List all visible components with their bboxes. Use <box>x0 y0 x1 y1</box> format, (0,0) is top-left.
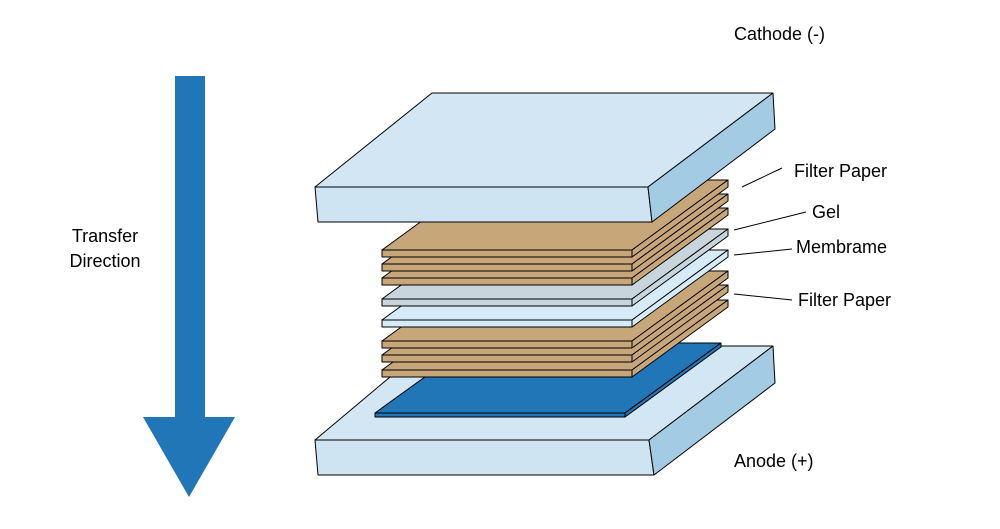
transfer-direction-label-line1: Transfer <box>72 226 138 246</box>
filter-paper-bottom-label: Filter Paper <box>798 290 891 310</box>
anode-plate-front <box>374 412 626 418</box>
membrane-label: Membrame <box>796 237 887 257</box>
anode-electrode-side-face <box>648 345 776 476</box>
gel-label: Gel <box>812 202 840 222</box>
anode-plate-side <box>624 342 722 418</box>
cathode-electrode-side-face <box>647 92 776 223</box>
gel-leader <box>733 211 807 231</box>
membrane-leader <box>733 248 793 256</box>
transfer-direction-arrow <box>143 76 235 497</box>
anode-electrode-front-face <box>314 439 655 476</box>
filter-paper-top-leader <box>741 167 783 188</box>
transfer-direction-label-line2: Direction <box>69 251 140 271</box>
anode-label: Anode (+) <box>734 451 814 471</box>
filter-paper-bottom-leader <box>733 293 793 301</box>
cathode-electrode-front-face <box>314 186 653 223</box>
cathode-label: Cathode (-) <box>734 24 825 44</box>
filter-paper-top-label: Filter Paper <box>794 161 887 181</box>
cathode-electrode <box>314 92 776 223</box>
